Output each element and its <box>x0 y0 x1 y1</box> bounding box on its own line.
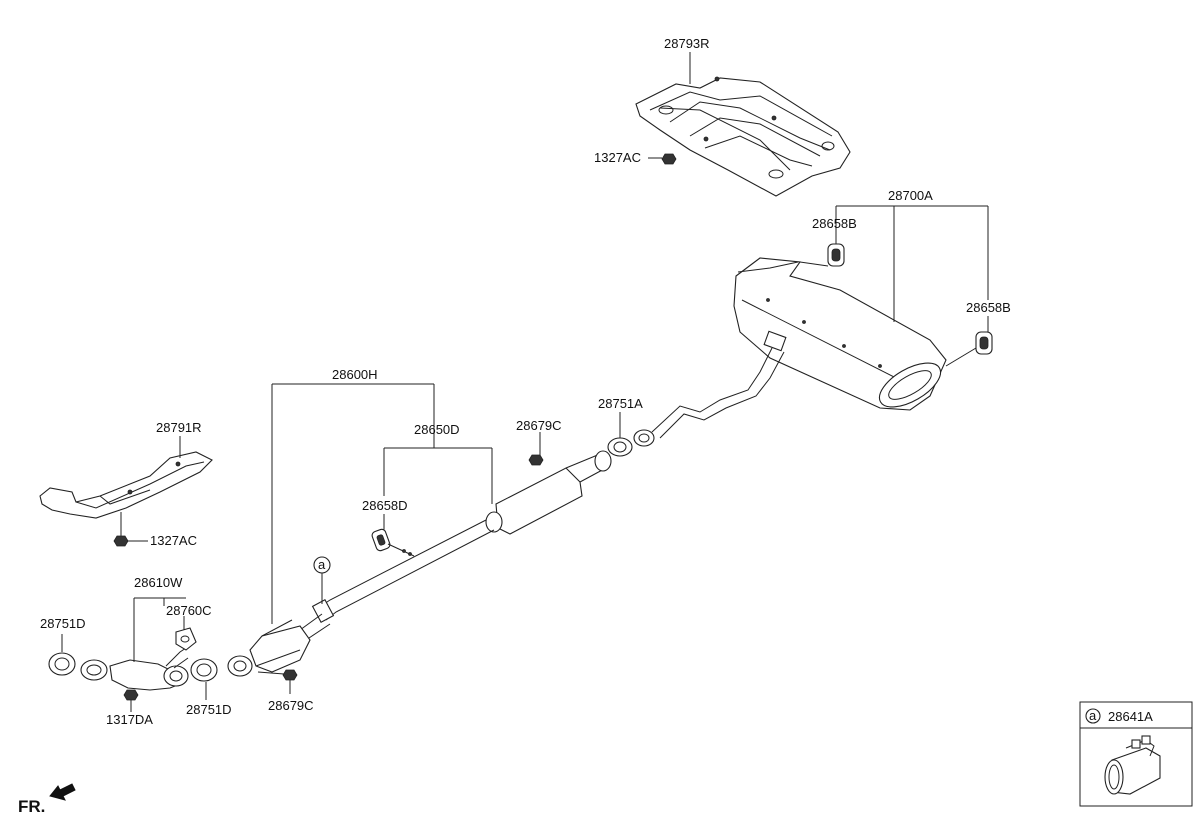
bolt-1327AC-top <box>661 153 677 165</box>
nut-28679C-bottom <box>282 669 298 681</box>
bolt-1327AC-left <box>113 535 129 547</box>
gasket-28751D-bottom <box>190 658 218 682</box>
label-28679C-mid: 28679C <box>516 418 562 433</box>
label-28600H: 28600H <box>332 367 378 382</box>
catalytic-converter <box>227 619 311 677</box>
gasket-28751D-left <box>48 652 76 676</box>
front-pipe <box>299 519 495 641</box>
label-28751D-left: 28751D <box>40 616 86 631</box>
hanger-rubber-28658D <box>371 528 415 557</box>
nut-1317DA <box>123 689 139 701</box>
hanger-rubber-28658B-lower <box>945 331 993 367</box>
heat-shield-front <box>39 451 213 519</box>
label-28658B-lower: 28658B <box>966 300 1011 315</box>
label-28760C: 28760C <box>166 603 212 618</box>
inset-callout-a: a <box>1089 708 1097 723</box>
intermediate-pipe <box>633 330 787 447</box>
fr-label: FR. <box>18 797 45 816</box>
label-28658D: 28658D <box>362 498 408 513</box>
label-28610W: 28610W <box>134 575 183 590</box>
label-28658B-upper: 28658B <box>812 216 857 231</box>
nut-28679C-mid <box>528 454 544 466</box>
label-28700A: 28700A <box>888 188 933 203</box>
label-28751A: 28751A <box>598 396 643 411</box>
label-1327AC-top: 1327AC <box>594 150 641 165</box>
svg-text:a: a <box>318 557 326 572</box>
gasket-28760C <box>175 627 197 651</box>
inset-clamp-28641A: a 28641A <box>1079 701 1193 807</box>
heat-shield-rear <box>635 76 851 197</box>
label-28641A: 28641A <box>1108 709 1153 724</box>
label-1327AC-left: 1327AC <box>150 533 197 548</box>
gasket-28751A <box>607 437 633 457</box>
label-28751D-bottom: 28751D <box>186 702 232 717</box>
label-28650D: 28650D <box>414 422 460 437</box>
rear-muffler <box>733 257 947 411</box>
label-28791R: 28791R <box>156 420 202 435</box>
pipe-clamp-icon <box>1104 735 1161 795</box>
label-28679C-bottom: 28679C <box>268 698 314 713</box>
label-28793R: 28793R <box>664 36 710 51</box>
center-muffler <box>485 450 612 535</box>
front-arrow-icon <box>49 783 76 801</box>
label-1317DA: 1317DA <box>106 712 153 727</box>
callout-a-circle: a <box>313 556 331 604</box>
hanger-rubber-28658B-upper <box>799 243 845 267</box>
front-direction-indicator: FR. <box>18 783 76 816</box>
